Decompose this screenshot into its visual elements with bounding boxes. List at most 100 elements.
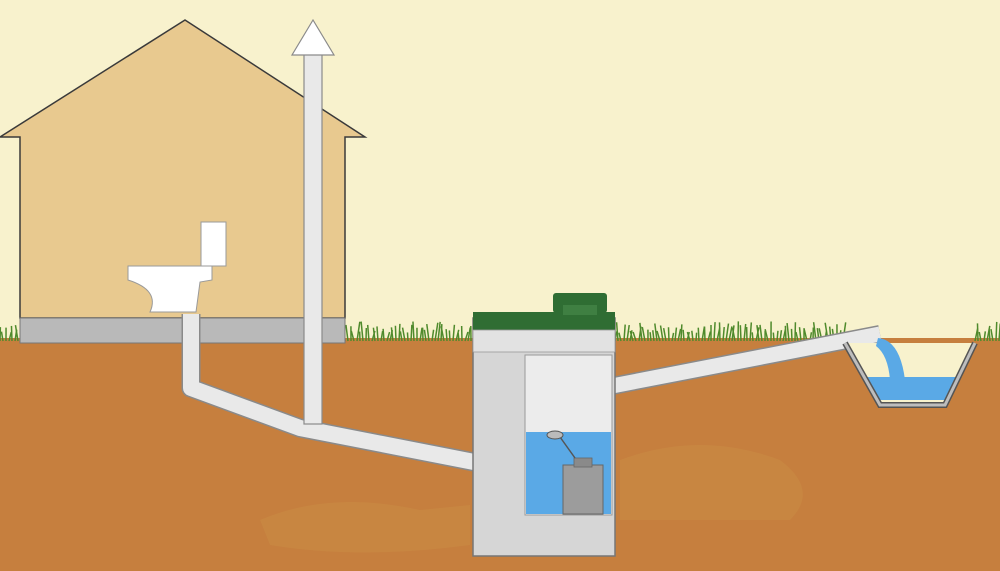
grass-blade (682, 329, 685, 342)
grass-blade (784, 325, 787, 342)
grass-blade (695, 332, 698, 342)
grass-blade (654, 323, 658, 342)
grass-blade (713, 322, 716, 342)
grass-blade (467, 327, 471, 342)
grass-blade (772, 332, 775, 342)
pump-tank (472, 293, 616, 557)
grass-blade (372, 327, 376, 342)
water-outflow (876, 338, 905, 380)
grass-blade (697, 327, 700, 342)
grass-blade (440, 326, 445, 342)
grass-blade (412, 321, 415, 342)
grass-blade (380, 331, 384, 342)
grass-blade (739, 325, 742, 342)
grass-blade (464, 331, 469, 342)
grass-blade (798, 327, 802, 342)
grass-blade (976, 323, 979, 342)
grass-blade (751, 332, 754, 342)
grass-blade (662, 328, 667, 342)
ditch-water (862, 377, 958, 400)
grass-blade (674, 327, 678, 342)
grass-blade (639, 322, 643, 342)
grass-blade (426, 323, 430, 342)
grass-blade (452, 324, 456, 342)
grass-blade (398, 323, 401, 342)
grass-blade (756, 324, 760, 342)
grass-blade (988, 329, 991, 342)
tank-lid (473, 312, 615, 330)
grass-blade (410, 324, 413, 342)
grass-blade (725, 323, 730, 342)
grass-blade (632, 331, 637, 342)
grass-blade (691, 330, 694, 342)
grass-blade (350, 330, 355, 342)
grass-blade (386, 331, 391, 342)
grass-blade (399, 331, 403, 342)
grass-blade (764, 329, 769, 342)
toilet (127, 221, 227, 313)
toilet-bowl (127, 265, 213, 313)
grass-blade (437, 321, 441, 342)
grass-blade (743, 323, 747, 342)
grass-blade (8, 331, 13, 342)
grass-blade (626, 324, 630, 342)
grass-blade (360, 321, 364, 342)
grass-blade (382, 328, 385, 342)
grass-blade (457, 332, 460, 342)
grass-blade (10, 325, 13, 342)
grass-blade (376, 326, 379, 342)
grass-blade (986, 325, 991, 342)
soil-texture (260, 445, 803, 553)
pump (562, 464, 604, 515)
grass-blade (366, 324, 370, 342)
grass-blade (345, 324, 349, 342)
grass-blade (686, 331, 691, 342)
grass-blade (779, 330, 783, 342)
grass-blade (707, 331, 712, 342)
grass-blade (629, 330, 634, 342)
grass-blade (423, 329, 427, 342)
grass-blade (667, 327, 670, 342)
grass-blade (749, 322, 753, 342)
grass-blade (401, 327, 406, 342)
grass-blade (652, 330, 655, 342)
grass-blade (623, 324, 626, 342)
grass-blade (995, 321, 998, 342)
grass-blade (419, 327, 423, 342)
grass-blade (448, 330, 451, 342)
vent-cap-arrow-icon (290, 18, 336, 56)
grass-blade (0, 331, 4, 342)
grass-blade (983, 331, 987, 342)
vent-pipe (303, 51, 323, 425)
grass-blade (680, 324, 683, 342)
grass-blade (671, 332, 675, 342)
grass-blade (434, 322, 439, 342)
grass-blade (759, 324, 763, 342)
grass-blade (356, 321, 361, 342)
grass-blade (677, 328, 682, 342)
grass-blade (776, 330, 779, 342)
grass-blade (659, 325, 664, 342)
grass-blade (786, 322, 790, 342)
grass-blade (615, 322, 619, 342)
drainage-ditch (842, 338, 978, 408)
float-switch (559, 436, 576, 459)
grass-blade (978, 331, 982, 342)
grass-blade (455, 329, 460, 342)
grass-blade (718, 322, 721, 342)
grass-blade (803, 328, 808, 342)
grass-blade (394, 325, 397, 342)
grass-blade (656, 330, 661, 342)
toilet-tank (200, 221, 227, 267)
grass-blade (728, 326, 733, 342)
grass-blade (731, 327, 736, 342)
grass-blade (445, 329, 448, 342)
grass-blade (390, 327, 394, 342)
grass-blade (990, 329, 994, 342)
grass-blade (795, 331, 799, 342)
grass-blade (649, 332, 652, 342)
grass-blade (14, 324, 19, 342)
grass-blade (431, 329, 435, 342)
